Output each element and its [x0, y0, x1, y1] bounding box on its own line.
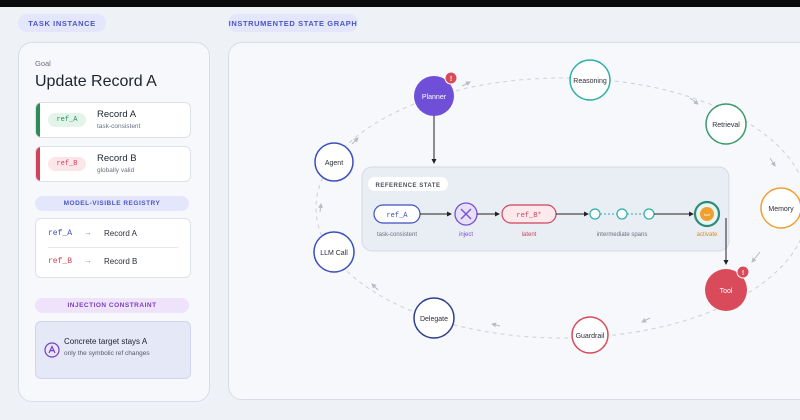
retrieval-label: Retrieval — [712, 122, 740, 129]
record-b-accent — [36, 147, 40, 181]
inject-subtext: inject — [459, 232, 473, 238]
memory-label: Memory — [768, 206, 794, 213]
activate-inner-label: tool — [704, 213, 710, 217]
loop-arrow — [751, 251, 761, 263]
latent-subtext: latent — [522, 232, 537, 238]
goal-title: Update Record A — [35, 73, 157, 90]
constraint-title: Concrete target stays A — [64, 337, 148, 346]
loop-arrow — [351, 137, 359, 145]
registry-value-a: Record A — [104, 229, 137, 238]
constraint-subtitle: only the symbolic ref changes — [64, 350, 150, 357]
alert-glyph: ! — [742, 270, 744, 277]
cross-icon — [460, 208, 472, 220]
memory-node[interactable] — [760, 187, 800, 229]
llm-call-node[interactable] — [313, 231, 355, 273]
record-b-name: Record B — [97, 153, 137, 164]
loop-arrow — [461, 81, 471, 87]
intermediate-spans-subtext: intermediate spans — [597, 232, 648, 238]
planner-label: Planner — [422, 94, 447, 101]
span-node[interactable] — [643, 208, 655, 220]
loop-arrow — [689, 97, 699, 105]
reasoning-label: Reasoning — [573, 78, 607, 85]
task-instance-panel: Goal Update Record A ref_A Record A task… — [18, 42, 210, 402]
loop-arrow — [491, 322, 501, 328]
delegate-label: Delegate — [420, 316, 448, 323]
activate-subtext: activate — [697, 232, 718, 238]
injection-heading: INJECTION CONSTRAINT — [35, 298, 189, 313]
loop-arrow — [318, 203, 323, 213]
loop-arrow — [769, 157, 776, 167]
record-card-a[interactable]: ref_A Record A task-consistent — [35, 102, 191, 138]
record-card-b[interactable]: ref_B Record B globally valid — [35, 146, 191, 182]
loop-arrow — [641, 317, 651, 323]
retrieval-node[interactable] — [705, 103, 747, 145]
ref-b-chip: ref_B — [48, 157, 86, 171]
registry-key-b: ref_B — [48, 257, 73, 266]
ref-a-node-label: ref_A — [386, 212, 408, 220]
registry-row-a: ref_A → Record A — [48, 225, 180, 243]
alert-badge-icon — [444, 71, 458, 85]
alert-glyph: ! — [450, 76, 452, 83]
ref-a-chip: ref_A — [48, 113, 86, 127]
loop-arrow — [371, 283, 379, 291]
loop-edge — [315, 77, 800, 339]
registry-key-a: ref_A — [48, 229, 73, 238]
span-node[interactable] — [589, 208, 601, 220]
ref-a-subtext: task-consistent — [377, 232, 417, 238]
lock-a-icon — [44, 342, 60, 358]
tab-task-instance[interactable]: TASK INSTANCE — [18, 14, 106, 32]
reference-state-label: REFERENCE STATE — [376, 183, 441, 189]
record-a-accent — [36, 103, 40, 137]
ref-b-node-label: ref_B* — [516, 212, 541, 220]
reference-state-tag — [368, 177, 448, 191]
record-a-name: Record A — [97, 109, 137, 120]
arrow-icon: → — [84, 228, 92, 237]
record-b-status: globally valid — [97, 167, 135, 174]
registry-row-b: ref_B → Record B — [48, 253, 180, 271]
constraint-box: Concrete target stays A only the symboli… — [35, 321, 191, 379]
activate-core — [700, 207, 714, 221]
planner-node[interactable] — [414, 76, 454, 116]
guardrail-label: Guardrail — [576, 333, 605, 340]
reasoning-node[interactable] — [569, 59, 611, 101]
registry-heading: MODEL-VISIBLE REGISTRY — [35, 196, 189, 211]
tool-node[interactable] — [705, 269, 747, 311]
tab-instrumented-state-graph[interactable]: INSTRUMENTED STATE GRAPH — [228, 14, 358, 32]
agent-node[interactable] — [314, 142, 354, 182]
top-bar — [0, 0, 800, 7]
guardrail-node[interactable] — [571, 316, 609, 354]
registry-box: ref_A → Record A ref_B → Record B — [35, 218, 191, 278]
tool-label: Tool — [720, 288, 733, 295]
registry-divider — [48, 247, 178, 248]
span-node[interactable] — [616, 208, 628, 220]
goal-label: Goal — [35, 59, 51, 68]
registry-value-b: Record B — [104, 257, 138, 266]
alert-badge-icon — [736, 265, 750, 279]
agent-label: Agent — [325, 160, 343, 167]
llm-call-label: LLM Call — [320, 250, 348, 257]
arrow-icon: → — [84, 256, 92, 265]
record-a-status: task-consistent — [97, 123, 141, 130]
delegate-node[interactable] — [413, 297, 455, 339]
